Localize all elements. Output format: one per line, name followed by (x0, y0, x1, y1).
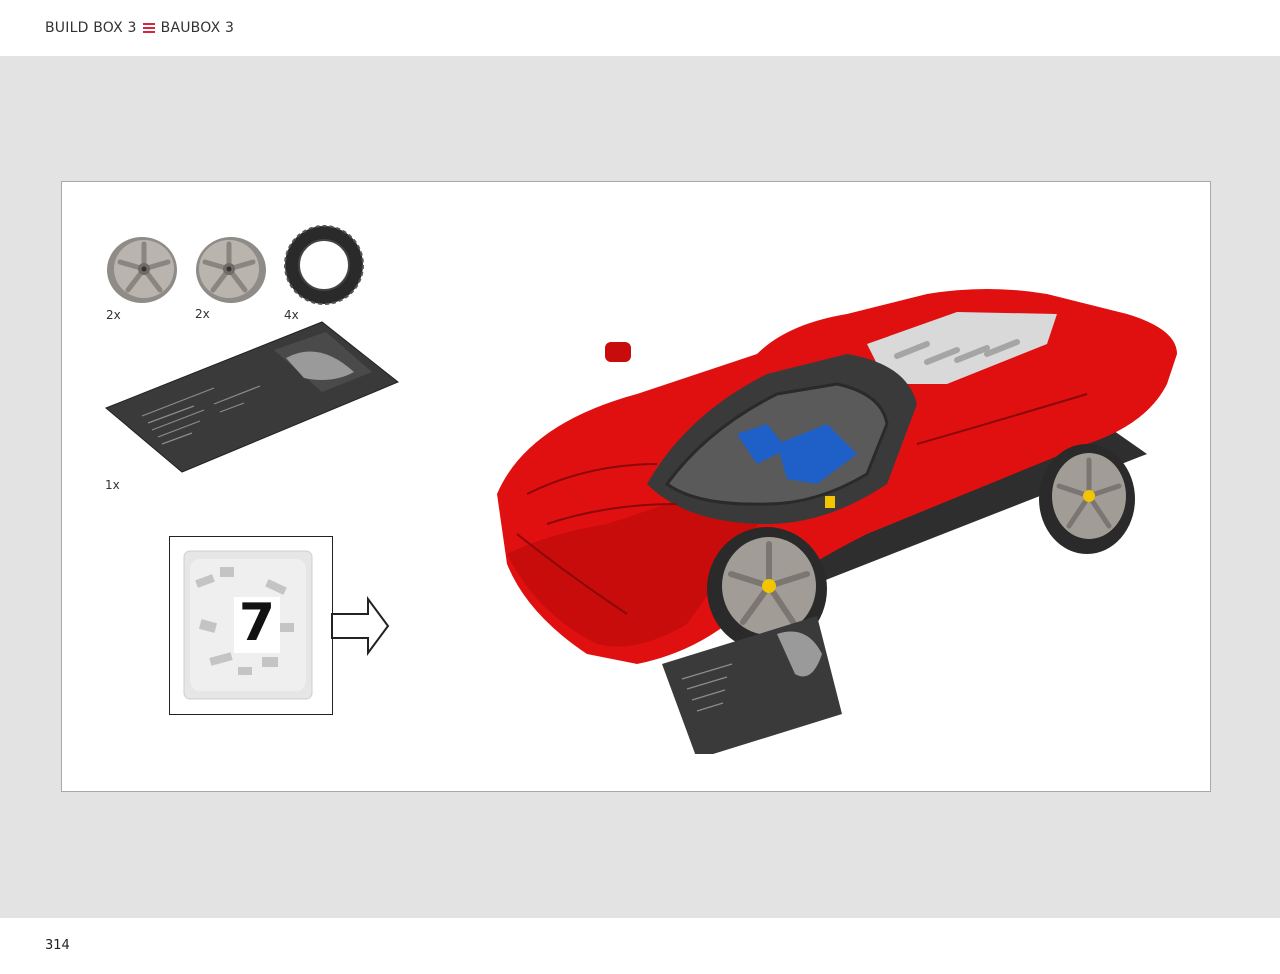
build-box-title: BUILD BOX 3 BAUBOX 3 (45, 20, 234, 36)
display-plaque-icon (105, 321, 399, 473)
step-panel: 2x 2x 4x (61, 181, 1211, 792)
baubox-label: BAUBOX 3 (160, 20, 235, 36)
instruction-stage: 2x 2x 4x (0, 56, 1280, 918)
part-quantity: 2x (195, 307, 210, 321)
part-quantity: 2x (106, 308, 121, 322)
sports-car-model-illustration (497, 289, 1177, 754)
arrow-right-icon (331, 596, 390, 656)
part-quantity: 1x (105, 478, 120, 492)
tire-icon (284, 225, 364, 305)
parts-bag-icon (183, 550, 313, 700)
page-footer: 314 (0, 918, 1280, 974)
menu-lines-icon (142, 23, 155, 33)
build-box-label: BUILD BOX 3 (45, 20, 137, 36)
wheel-rim-icon (196, 237, 266, 303)
bag-number: 7 (238, 593, 276, 653)
wheel-rim-icon (107, 237, 177, 303)
bag-callout: 7 (169, 536, 333, 715)
page-number: 314 (45, 938, 70, 953)
part-quantity: 4x (284, 308, 299, 322)
page-header: BUILD BOX 3 BAUBOX 3 (0, 0, 1280, 56)
